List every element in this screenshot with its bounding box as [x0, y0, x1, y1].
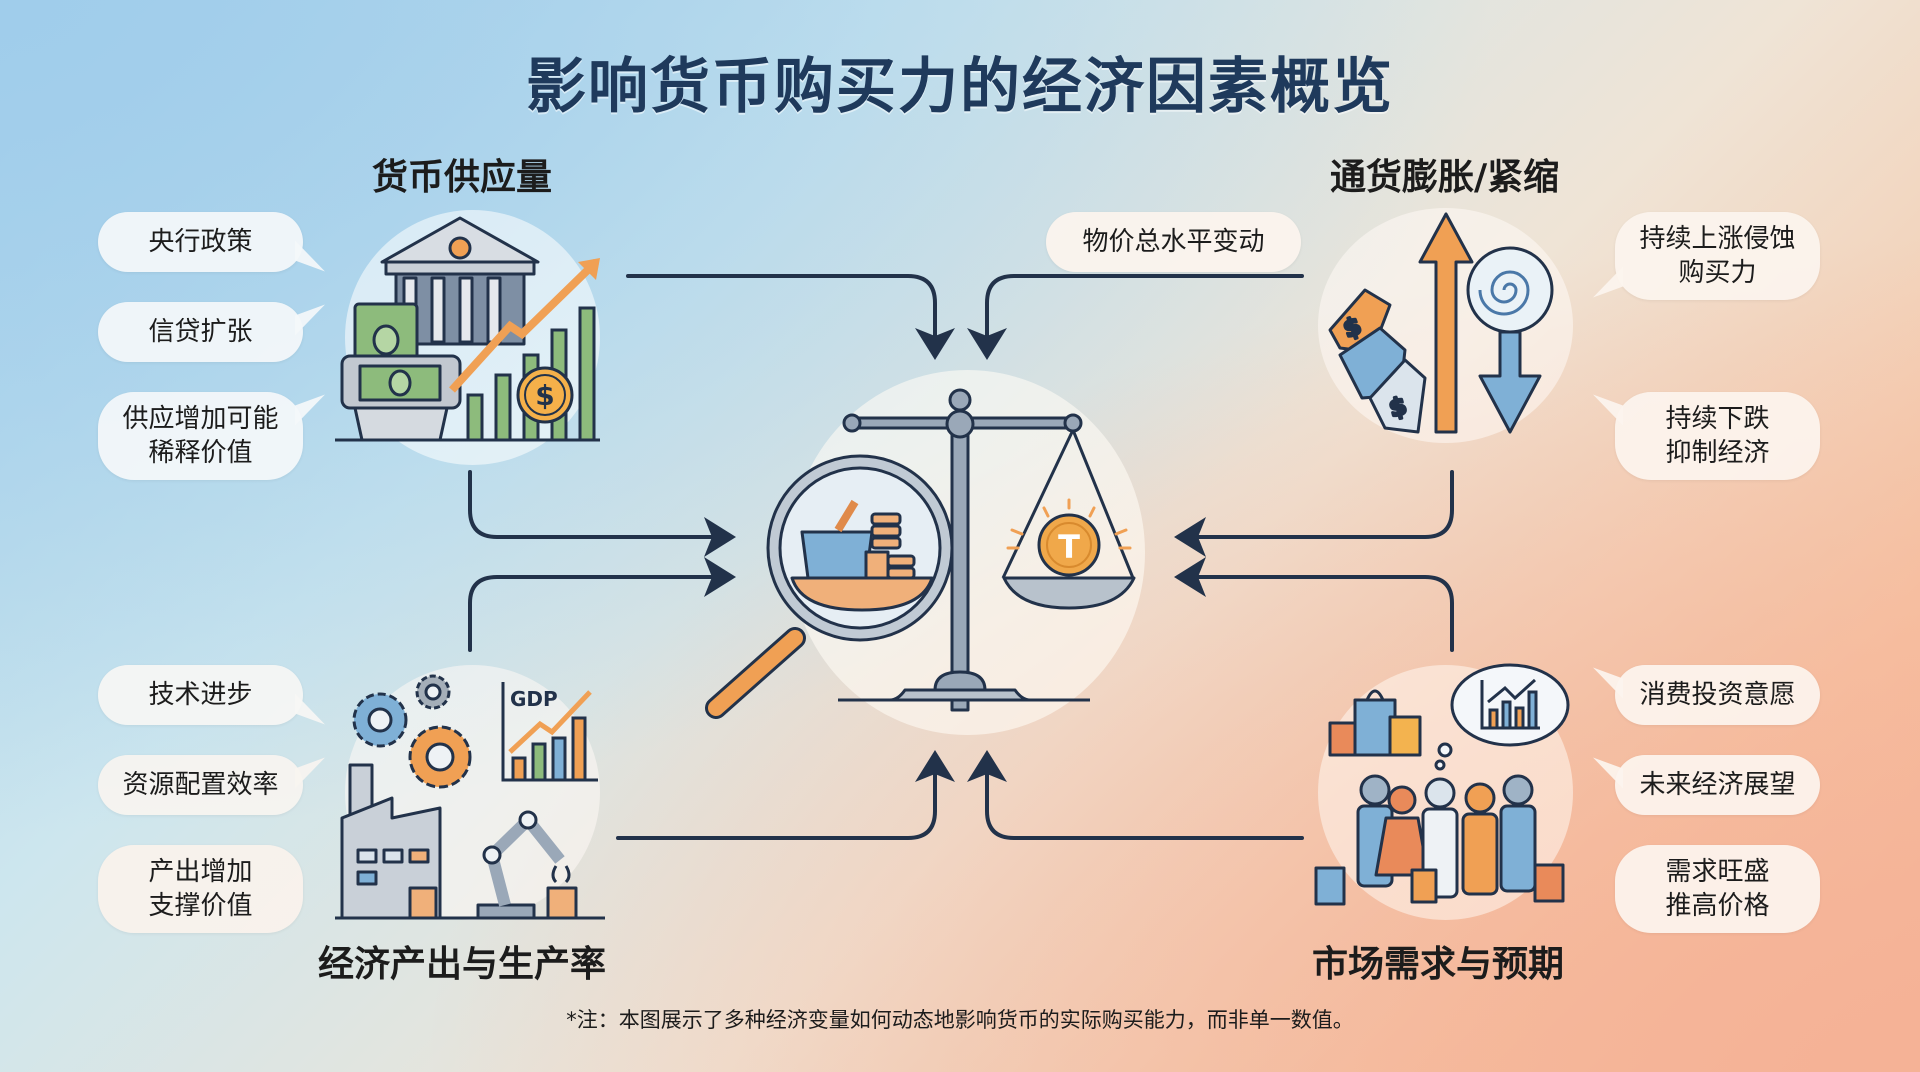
bubble-consumption-willingness: 消费投资意愿 [1593, 665, 1820, 725]
bubble-output-supports-value: 产出增加 支撑价值 [98, 845, 303, 933]
arrow-demand-to-center [1174, 557, 1454, 652]
arrow-money-to-center [468, 470, 736, 557]
up-arrow-icon [1418, 212, 1474, 434]
arrow-inflation-to-top [967, 274, 1304, 360]
bubble-credit-expansion: 信贷扩张 [98, 302, 325, 362]
dollar-coin-icon: $ [516, 366, 574, 424]
robot-arm-icon [476, 810, 578, 920]
svg-text:$: $ [535, 379, 554, 412]
shopping-bags-icon [1328, 689, 1422, 757]
gdp-label: GDP [510, 687, 558, 711]
balance-scale-icon [838, 388, 1136, 712]
arrow-output-to-center [468, 557, 736, 652]
bubble-rising-erodes: 持续上涨侵蚀 购买力 [1593, 212, 1820, 300]
connector-arrows [468, 274, 1454, 840]
spiral-down-arrow-icon [1466, 246, 1554, 434]
bubble-tech-progress: 技术进步 [98, 665, 325, 725]
bubble-price-level-change: 物价总水平变动 [1046, 212, 1301, 272]
output-title: 经济产出与生产率 [318, 944, 607, 985]
price-tags-icon: $ $ [1328, 288, 1427, 434]
crowd-icon [1314, 774, 1565, 906]
arrow-money-to-top [626, 274, 955, 360]
arrow-inflation-to-center [1174, 470, 1454, 557]
gears-icon [352, 674, 472, 789]
demand-title: 市场需求与预期 [1312, 944, 1565, 985]
footnote: *注：本图展示了多种经济变量如何动态地影响货币的实际购买能力，而非单一数值。 [566, 1008, 1354, 1032]
arrow-output-to-bottom [616, 750, 955, 840]
bubble-resource-efficiency: 资源配置效率 [98, 755, 325, 815]
arrow-demand-to-bottom [967, 750, 1304, 840]
magnifier-basket-icon [705, 454, 954, 719]
gdp-chart-icon: GDP [501, 682, 598, 782]
bubble-central-bank-policy: 央行政策 [98, 212, 325, 272]
svg-text:T: T [1058, 528, 1080, 566]
money-supply-title: 货币供应量 [372, 157, 553, 198]
page-title: 影响货币购买力的经济因素概览 [526, 52, 1394, 122]
bubble-economic-outlook: 未来经济展望 [1593, 755, 1820, 815]
bubble-falling-suppresses: 持续下跌 抑制经济 [1593, 392, 1820, 480]
bubble-demand-drives-prices: 需求旺盛 推高价格 [1615, 845, 1820, 933]
inflation-title: 通货膨胀/紧缩 [1330, 157, 1560, 198]
thought-cloud-chart-icon [1434, 663, 1570, 771]
bubble-supply-dilution: 供应增加可能 稀释价值 [98, 392, 325, 480]
gold-coin-icon: T [1006, 498, 1132, 577]
